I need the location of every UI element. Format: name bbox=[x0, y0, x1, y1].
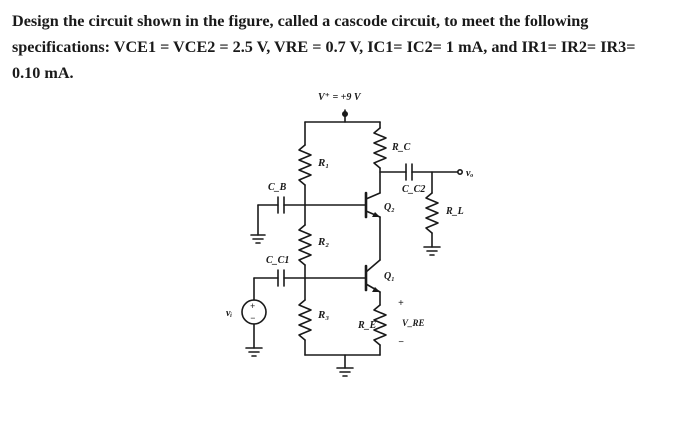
vi-label: vᵢ bbox=[226, 308, 232, 319]
rc-label: R_C bbox=[391, 142, 411, 153]
vre-label: V_RE bbox=[402, 318, 425, 328]
signal-source-icon: + − vᵢ bbox=[226, 299, 267, 357]
transistor-q2: Q₂ bbox=[304, 191, 395, 261]
re-label: R_E bbox=[357, 320, 377, 331]
problem-statement: Design the circuit shown in the figure, … bbox=[12, 8, 684, 86]
problem-line-2: specifications: VCE1 = VCE2 = 2.5 V, VRE… bbox=[12, 38, 636, 56]
resistor-rc bbox=[373, 127, 387, 169]
resistor-r2 bbox=[298, 224, 312, 266]
resistor-rc-group: R_C bbox=[373, 121, 411, 194]
resistor-rl-group: R_L bbox=[423, 171, 464, 256]
resistor-re-group: R_E + V_RE − bbox=[357, 298, 425, 356]
capacitor-cb: C_B bbox=[250, 182, 306, 244]
bias-divider: R₁ R₂ R₃ bbox=[298, 121, 329, 356]
cc2-label: C_C2 bbox=[402, 184, 425, 195]
cc1-label: C_C1 bbox=[266, 255, 289, 266]
rl-label: R_L bbox=[445, 206, 464, 217]
capacitor-cc2: C_C2 vₒ bbox=[379, 163, 473, 195]
resistor-re bbox=[373, 304, 387, 346]
resistor-r3 bbox=[298, 299, 312, 341]
resistor-rl bbox=[425, 192, 439, 234]
transistor-q1: Q₁ bbox=[304, 259, 395, 306]
vre-plus: + bbox=[398, 298, 404, 309]
r2-label: R₂ bbox=[317, 236, 329, 248]
r1-label: R₁ bbox=[317, 157, 329, 169]
supply-label: V⁺ = +9 V bbox=[318, 92, 362, 103]
main-ground-icon bbox=[336, 354, 354, 377]
r3-label: R₃ bbox=[317, 309, 329, 321]
vre-minus: − bbox=[398, 337, 404, 348]
problem-line-1: Design the circuit shown in the figure, … bbox=[12, 12, 589, 30]
resistor-r1 bbox=[298, 144, 312, 186]
cb-label: C_B bbox=[268, 182, 287, 193]
capacitor-cc1: C_C1 bbox=[253, 255, 306, 301]
problem-line-3: 0.10 mA. bbox=[12, 64, 74, 82]
q1-label: Q₁ bbox=[384, 271, 395, 282]
source-plus: + bbox=[250, 301, 255, 311]
supply-terminal: V⁺ = +9 V bbox=[318, 92, 362, 123]
source-minus: − bbox=[250, 313, 255, 323]
q2-label: Q₂ bbox=[384, 202, 395, 213]
vo-label: vₒ bbox=[466, 168, 473, 179]
